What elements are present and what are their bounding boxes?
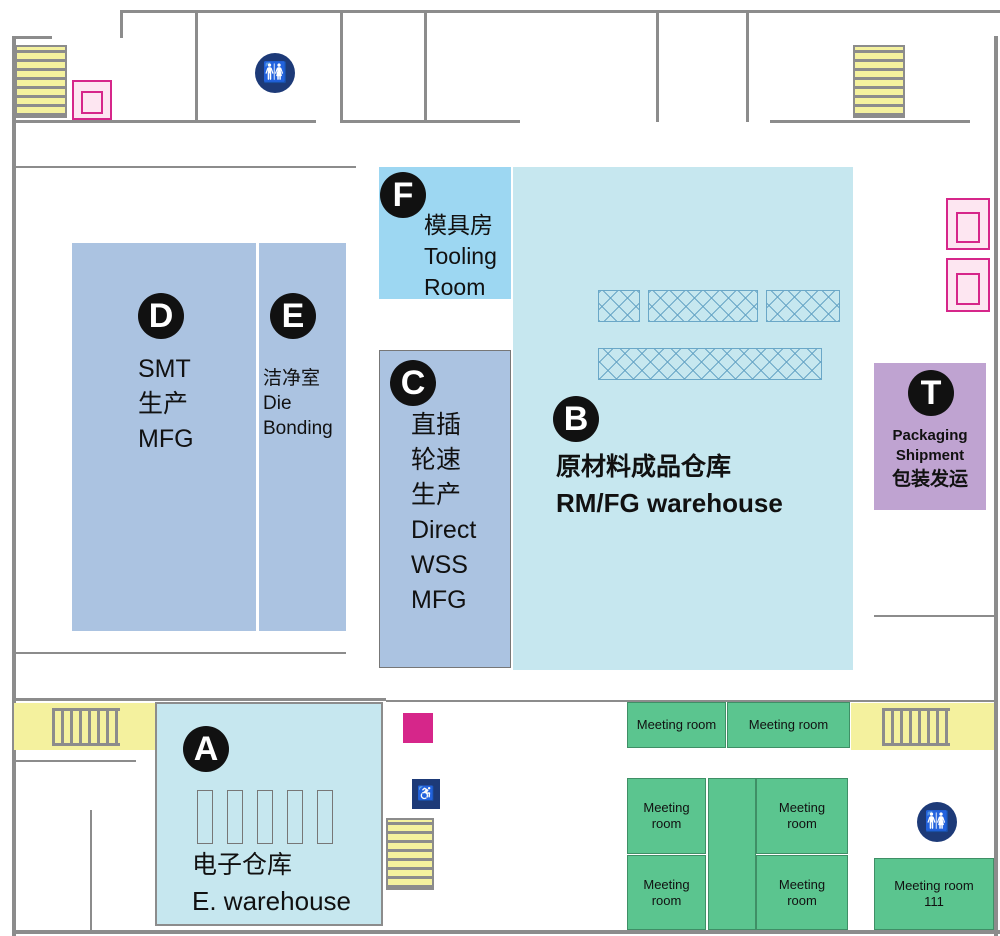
label-line: Room (424, 274, 486, 300)
elevator-icon (946, 258, 990, 312)
storage-rack (648, 290, 758, 322)
zone-t-label: Packaging Shipment 包装发运 (874, 426, 986, 494)
zone-e-label: 洁净室 Die Bonding (263, 366, 333, 441)
label-line: 生产 (411, 481, 462, 509)
label-line: Direct (411, 516, 477, 544)
zone-b-label-cn: 原材料成品仓库 (556, 453, 732, 481)
zone-d-badge: D (138, 293, 184, 339)
wall (656, 10, 659, 122)
zone-b-label-en: RM/FG warehouse (556, 488, 783, 518)
label-line: 轮速 (411, 446, 462, 474)
stairs-icon (882, 708, 950, 746)
stairs-icon (386, 818, 434, 890)
zone-d-label: SMT 生产 MFG (138, 352, 194, 457)
wall (16, 760, 136, 762)
shelf (227, 790, 243, 844)
zone-e-badge: E (270, 293, 316, 339)
label-line: Packaging (892, 427, 968, 444)
wall (12, 930, 1000, 934)
stairs-icon (15, 45, 67, 118)
storage-rack (598, 348, 822, 380)
wall (770, 120, 970, 123)
zone-a-label-en: E. warehouse (192, 886, 351, 916)
label-line: 直插 (411, 411, 462, 439)
label-line: Shipment (895, 447, 965, 464)
label-line: 生产 (138, 390, 189, 418)
wall (120, 10, 123, 38)
meeting-room[interactable]: Meeting room (727, 702, 850, 748)
shelf (287, 790, 303, 844)
wall (340, 10, 343, 122)
wall (16, 698, 386, 701)
storage-rack (598, 290, 640, 322)
shelf (317, 790, 333, 844)
shelf (257, 790, 273, 844)
label-line: Bonding (263, 418, 333, 439)
elevator-icon (403, 713, 433, 743)
wall (12, 36, 52, 39)
meeting-room[interactable]: Meeting room (756, 855, 848, 930)
wall (386, 700, 994, 702)
label-line: Tooling (424, 243, 497, 269)
zone-b-badge: B (553, 396, 599, 442)
meeting-room-annex (708, 778, 756, 930)
label-line: MFG (138, 425, 194, 453)
meeting-room[interactable]: Meeting room (627, 702, 726, 748)
restroom-icon: 🚻 (917, 802, 957, 842)
label-line: 包装发运 (891, 469, 968, 490)
storage-rack (766, 290, 840, 322)
zone-t-badge: T (908, 370, 954, 416)
shelf (197, 790, 213, 844)
label-line: SMT (138, 355, 191, 383)
wall (340, 120, 520, 123)
wall (746, 10, 749, 122)
wall (195, 10, 198, 122)
elevator-icon (72, 80, 112, 120)
meeting-room[interactable]: Meeting room (756, 778, 848, 854)
label-line: MFG (411, 586, 467, 614)
elevator-icon (946, 198, 990, 250)
label-line: WSS (411, 551, 468, 579)
wall (874, 615, 994, 617)
zone-f-label: 模具房 Tooling Room (424, 210, 497, 303)
wall (16, 120, 316, 123)
wall (90, 810, 92, 930)
zone-a-label-cn: 电子仓库 (192, 851, 293, 879)
wall (16, 166, 356, 168)
wall (994, 36, 998, 936)
label-line: Die (263, 393, 292, 414)
stairs-icon (52, 708, 120, 746)
label-line: 模具房 (424, 212, 493, 238)
wall (120, 10, 1000, 13)
restroom-icon: 🚻 (255, 53, 295, 93)
label-line: 洁净室 (263, 368, 321, 389)
stairs-icon (853, 45, 905, 118)
meeting-room[interactable]: Meeting room 111 (874, 858, 994, 930)
wall (16, 652, 346, 654)
wall (424, 10, 427, 122)
zone-f-badge: F (380, 172, 426, 218)
meeting-room[interactable]: Meeting room (627, 855, 706, 930)
wall (12, 36, 16, 936)
zone-a-badge: A (183, 726, 229, 772)
zone-c-badge: C (390, 360, 436, 406)
zone-c-label: 直插 轮速 生产 Direct WSS MFG (411, 408, 476, 618)
meeting-room[interactable]: Meeting room (627, 778, 706, 854)
accessible-restroom-icon: ♿ (412, 779, 440, 809)
